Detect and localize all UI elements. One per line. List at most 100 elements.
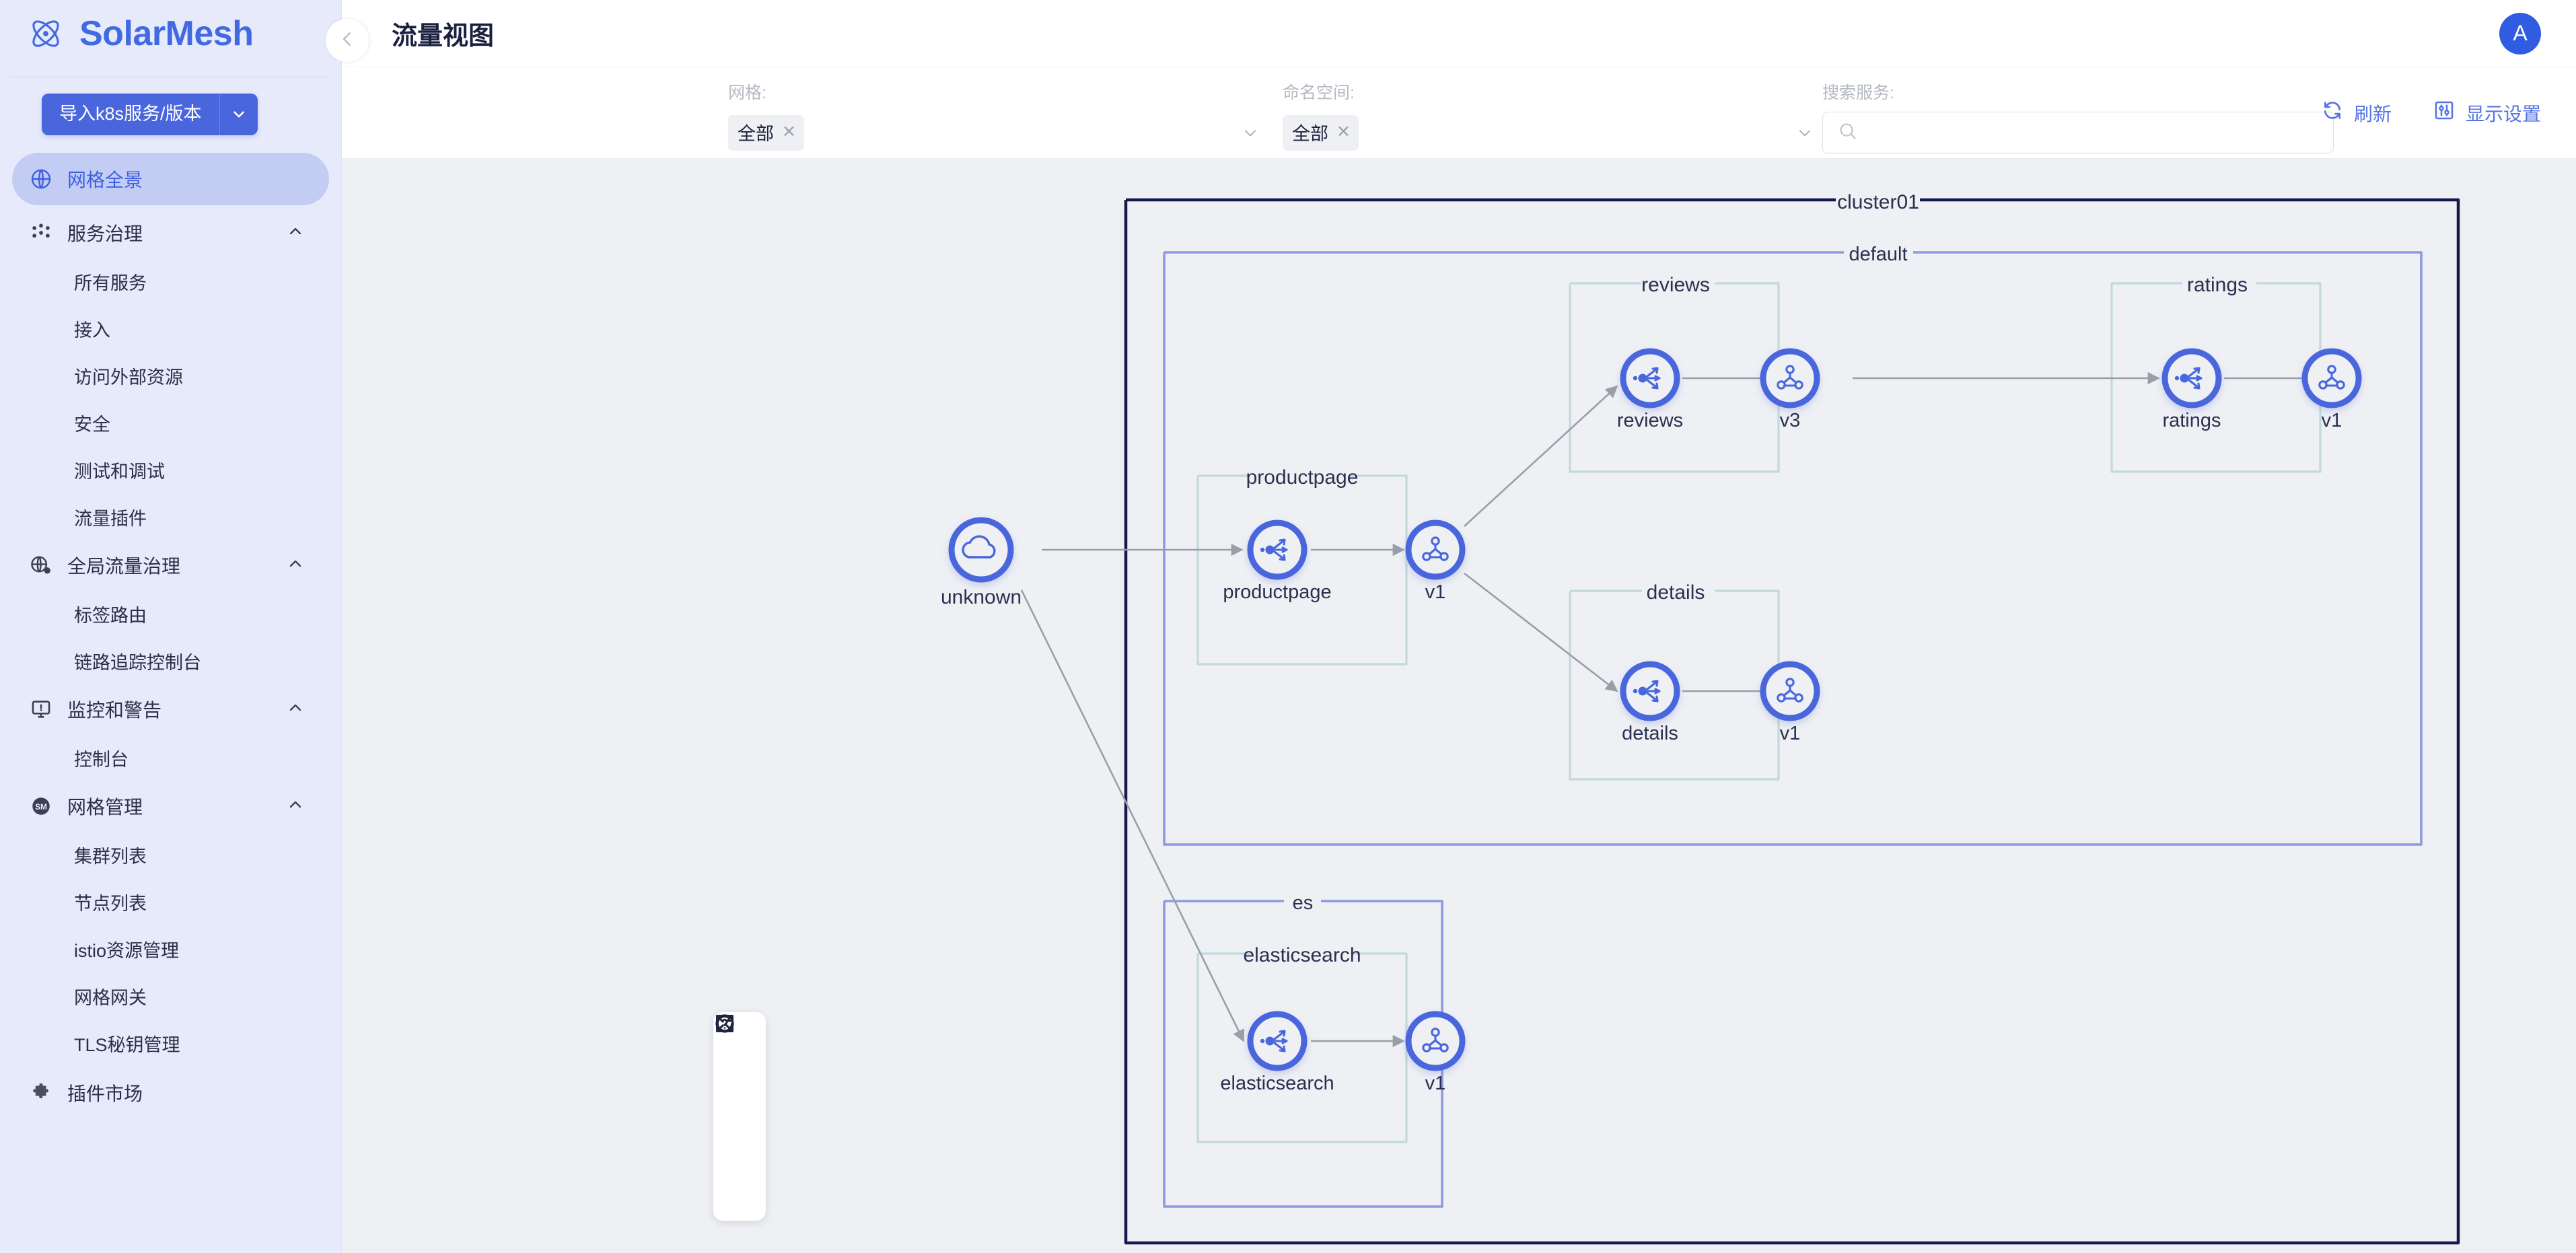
chevron-up-icon[interactable] <box>286 222 305 244</box>
sidebar-item-external-resources[interactable]: 访问外部资源 <box>74 367 183 388</box>
sidebar-item-security[interactable]: 安全 <box>74 414 110 435</box>
chevron-up-icon[interactable] <box>286 554 305 577</box>
close-x-icon[interactable]: ✕ <box>1336 122 1351 141</box>
service-group-ratings[interactable]: ratings <box>2110 274 2322 473</box>
node-productpage[interactable]: productpage <box>1223 520 1332 603</box>
service-group-productpage[interactable]: productpage <box>1196 466 1408 666</box>
sidebar-item-test-debug[interactable]: 测试和调试 <box>74 461 165 482</box>
mesh-tag-label: 全部 <box>738 123 774 144</box>
sidebar-collapse-button[interactable] <box>326 19 369 62</box>
sidebar-item-all-services[interactable]: 所有服务 <box>74 273 147 293</box>
graph-edges <box>1020 371 2318 1048</box>
mesh-selected-tag[interactable]: 全部 ✕ <box>728 114 804 151</box>
sidebar-group-monitoring-alerts[interactable]: 监控和警告 <box>12 684 329 734</box>
mesh-select[interactable]: 全部 ✕ <box>728 112 1260 153</box>
search-input[interactable] <box>1869 122 2299 143</box>
service-group-label: reviews <box>1641 274 1710 296</box>
sidebar-group-label: 网格管理 <box>67 797 143 818</box>
service-group-details[interactable]: details <box>1569 581 1780 781</box>
filter-bar: 网格: 全部 ✕ 命名空间: 全部 ✕ <box>342 67 2576 159</box>
sidebar-item-node-list[interactable]: 节点列表 <box>74 893 147 914</box>
traffic-graph[interactable]: cluster01 default es productpage <box>342 159 2576 1253</box>
import-k8s-service-button[interactable]: 导入k8s服务/版本 <box>42 94 258 135</box>
edge-unknown-elasticsearch[interactable] <box>1020 589 1245 1042</box>
node-reviews[interactable]: reviews <box>1617 348 1683 431</box>
chevron-down-icon[interactable] <box>1241 124 1260 146</box>
node-label: ratings <box>2162 410 2221 431</box>
question-circle-icon <box>715 1014 734 1033</box>
node-elasticsearch-v1[interactable]: v1 <box>1405 1011 1466 1094</box>
cloud-icon <box>962 535 996 559</box>
node-productpage-v1[interactable]: v1 <box>1405 520 1466 603</box>
sidebar-item-plugin-market[interactable]: 插件市场 <box>12 1067 329 1119</box>
node-ratings-v1[interactable]: v1 <box>2301 348 2362 431</box>
sidebar-group-label: 全局流量治理 <box>67 556 181 577</box>
sidebar-item-istio-resources[interactable]: istio资源管理 <box>74 940 180 961</box>
search-box[interactable] <box>1822 112 2334 153</box>
sidebar-group-service-governance[interactable]: 服务治理 <box>12 208 329 258</box>
sidebar-item-ingress[interactable]: 接入 <box>74 320 110 341</box>
namespace-filter: 命名空间: 全部 ✕ <box>1283 79 1814 153</box>
workload-icon <box>1422 1028 1449 1052</box>
service-group-label: ratings <box>2187 274 2248 296</box>
chevron-down-icon[interactable] <box>219 94 258 135</box>
node-details-v1[interactable]: v1 <box>1760 661 1820 744</box>
avatar[interactable]: A <box>2499 12 2541 55</box>
namespace-group-default[interactable]: default <box>1163 244 2423 846</box>
node-unknown[interactable]: unknown <box>941 517 1022 608</box>
sidebar-nav: 网格全景 服务治理 所有服务 接入 访问外部资源 安全 测试和调试 流量插件 <box>0 153 341 1119</box>
brand[interactable]: SolarMesh <box>0 0 341 67</box>
service-group-reviews[interactable]: reviews <box>1569 274 1780 473</box>
chevron-up-icon[interactable] <box>286 699 305 721</box>
fit-screen-button[interactable] <box>716 1015 756 1108</box>
sidebar-item-cluster-list[interactable]: 集群列表 <box>74 846 147 867</box>
sidebar-item-tls-key-management[interactable]: TLS秘钥管理 <box>74 1034 180 1055</box>
page-header: 流量视图 A <box>342 0 2576 67</box>
sidebar-item-traffic-plugin[interactable]: 流量插件 <box>74 508 147 529</box>
reload-button[interactable] <box>716 1015 756 1159</box>
node-reviews-v3[interactable]: v3 <box>1760 348 1820 431</box>
service-group-elasticsearch[interactable]: elasticsearch <box>1196 944 1408 1143</box>
mesh-filter-label: 网格: <box>728 83 766 102</box>
sidebar-group-label: 监控和警告 <box>67 700 162 721</box>
refresh-button[interactable]: 刷新 <box>2322 100 2392 127</box>
close-x-icon[interactable]: ✕ <box>782 122 796 141</box>
help-button[interactable] <box>715 1014 756 1210</box>
globe-gear-icon <box>31 556 50 574</box>
namespace-label: default <box>1849 244 1907 265</box>
service-icon <box>1633 680 1661 703</box>
service-search: 搜索服务: <box>1822 79 2334 153</box>
namespace-select[interactable]: 全部 ✕ <box>1283 112 1814 153</box>
namespace-tag-label: 全部 <box>1292 123 1328 144</box>
node-label: v1 <box>2322 410 2342 431</box>
sidebar-item-label-routing[interactable]: 标签路由 <box>74 605 147 626</box>
namespace-selected-tag[interactable]: 全部 ✕ <box>1283 114 1359 151</box>
node-ratings[interactable]: ratings <box>2161 348 2222 431</box>
search-label: 搜索服务: <box>1822 83 1894 102</box>
chevron-down-icon[interactable] <box>1795 124 1814 146</box>
sidebar-item-mesh-gateway[interactable]: 网格网关 <box>74 987 147 1008</box>
monitor-alert-icon <box>32 701 50 718</box>
namespace-group-es[interactable]: es <box>1163 892 1443 1208</box>
node-details[interactable]: details <box>1620 661 1680 744</box>
sidebar-item-trace-console[interactable]: 链路追踪控制台 <box>74 652 201 673</box>
edge-productpagev1-reviews[interactable] <box>1464 385 1618 527</box>
traffic-graph-canvas[interactable]: cluster01 default es productpage <box>342 159 2576 1253</box>
edge-productpagev1-details[interactable] <box>1464 572 1618 692</box>
sidebar-item-mesh-overview[interactable]: 网格全景 <box>12 153 329 205</box>
chevron-up-icon[interactable] <box>286 795 305 818</box>
display-settings-button[interactable]: 显示设置 <box>2433 100 2541 127</box>
dots-grid-icon <box>32 223 50 238</box>
sidebar-item-console[interactable]: 控制台 <box>74 749 129 770</box>
sidebar-group-global-traffic[interactable]: 全局流量治理 <box>12 540 329 590</box>
display-settings-label: 显示设置 <box>2465 103 2541 124</box>
node-elasticsearch[interactable]: elasticsearch <box>1220 1011 1334 1094</box>
namespace-filter-label: 命名空间: <box>1283 83 1355 102</box>
sidebar-group-mesh-management[interactable]: SM 网格管理 <box>12 781 329 831</box>
node-label: elasticsearch <box>1220 1073 1334 1094</box>
cluster-group-cluster01[interactable]: cluster01 <box>1124 191 2460 1245</box>
sliders-icon <box>2433 100 2455 126</box>
sidebar-group-label: 服务治理 <box>67 223 143 244</box>
chevron-left-icon <box>337 29 357 52</box>
sidebar-item-label: 插件市场 <box>67 1083 143 1104</box>
